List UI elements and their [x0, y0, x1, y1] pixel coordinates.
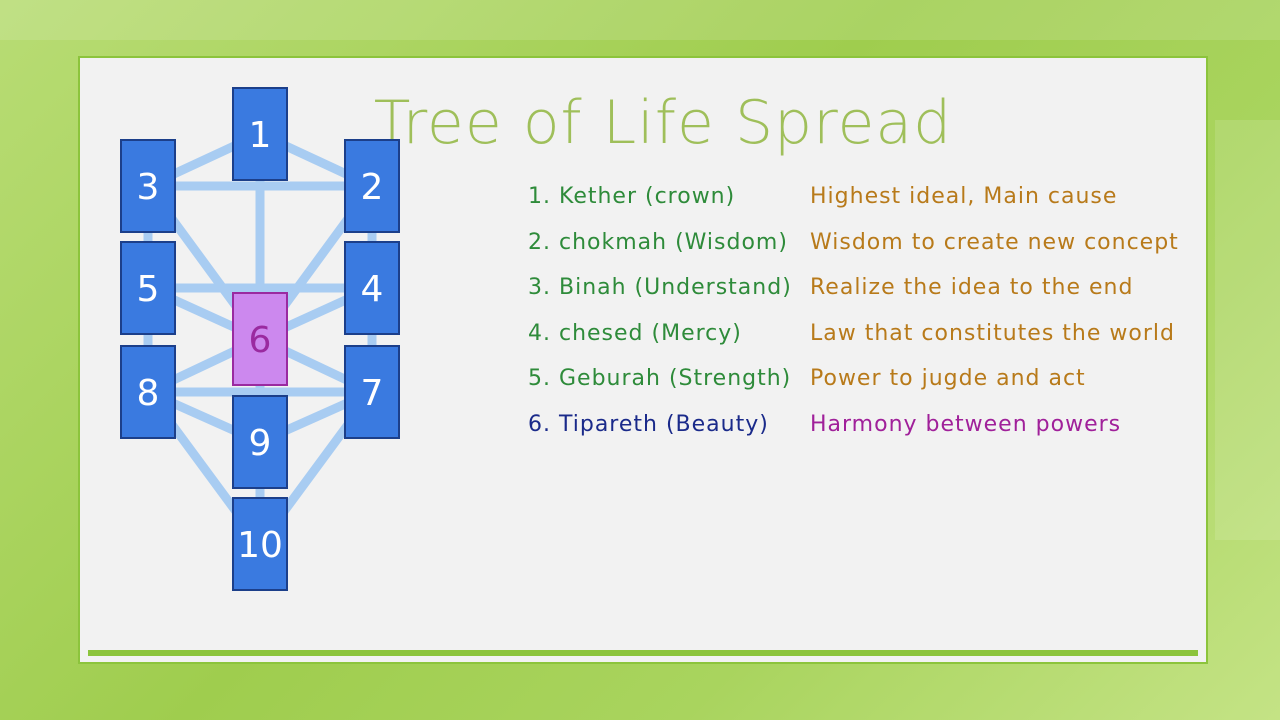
sephirah-name: 1. Kether (crown) — [528, 184, 736, 209]
card-number: 3 — [137, 167, 160, 208]
card-9: 9 — [232, 395, 288, 489]
tree-of-life-diagram: 1 2 3 4 5 6 7 8 9 10 — [120, 87, 400, 591]
legend-row: 2. chokmah (Wisdom) Wisdom to create new… — [528, 230, 1208, 276]
card-1: 1 — [232, 87, 288, 181]
legend-row: 3. Binah (Understand) Realize the idea t… — [528, 275, 1208, 321]
sephirah-name: 6. Tipareth (Beauty) — [528, 411, 769, 437]
background-panel — [0, 0, 1280, 40]
legend-row: 5. Geburah (Strength) Power to jugde and… — [528, 366, 1208, 412]
sephirah-meaning: Power to jugde and act — [810, 366, 1086, 391]
card-7: 7 — [344, 345, 400, 439]
card-number: 10 — [237, 525, 283, 566]
sephirah-meaning: Wisdom to create new concept — [810, 229, 1179, 255]
card-number: 7 — [361, 373, 384, 414]
legend-row: 1. Kether (crown) Highest ideal, Main ca… — [528, 184, 1208, 230]
card-number: 5 — [137, 269, 160, 310]
card-3: 3 — [120, 139, 176, 233]
card-10: 10 — [232, 497, 288, 591]
card-number: 1 — [249, 115, 272, 156]
card-rect — [344, 345, 400, 439]
card-number: 9 — [249, 423, 272, 464]
card-number: 6 — [249, 320, 272, 361]
slide-title: Tree of Life Spread — [373, 88, 953, 158]
card-6: 6 — [232, 292, 288, 386]
card-number: 4 — [361, 269, 384, 310]
legend-row: 4. chesed (Mercy) Law that constitutes t… — [528, 321, 1208, 367]
card-4: 4 — [344, 241, 400, 335]
card-5: 5 — [120, 241, 176, 335]
sephirah-meaning: Harmony between powers — [810, 411, 1122, 437]
slide: Tree of Life Spread 1 2 3 4 5 6 7 8 9 10 1. Kethe… — [78, 56, 1208, 664]
card-rect — [344, 241, 400, 335]
card-rect — [232, 395, 288, 489]
sephirah-name: 5. Geburah (Strength) — [528, 366, 792, 391]
card-rect — [232, 497, 288, 591]
card-rect — [232, 87, 288, 181]
card-number: 2 — [361, 167, 384, 208]
card-2: 2 — [344, 139, 400, 233]
sephiroth-legend: 1. Kether (crown) Highest ideal, Main ca… — [528, 184, 1208, 457]
card-rect — [120, 241, 176, 335]
sephirah-name: 2. chokmah (Wisdom) — [528, 229, 788, 255]
sephirah-name: 4. chesed (Mercy) — [528, 320, 742, 346]
sephirah-meaning: Law that constitutes the world — [810, 320, 1175, 346]
card-8: 8 — [120, 345, 176, 439]
sephirah-name: 3. Binah (Understand) — [528, 275, 792, 300]
bottom-rule — [88, 650, 1198, 656]
card-number: 8 — [137, 373, 160, 414]
card-rect — [232, 292, 288, 386]
legend-row: 6. Tipareth (Beauty) Harmony between pow… — [528, 412, 1208, 458]
sephirah-meaning: Realize the idea to the end — [810, 275, 1134, 300]
cards: 1 2 3 4 5 6 7 8 9 10 — [120, 87, 400, 591]
background-panel — [1215, 120, 1280, 540]
card-rect — [120, 139, 176, 233]
sephirah-meaning: Highest ideal, Main cause — [810, 184, 1118, 209]
card-rect — [344, 139, 400, 233]
card-rect — [120, 345, 176, 439]
